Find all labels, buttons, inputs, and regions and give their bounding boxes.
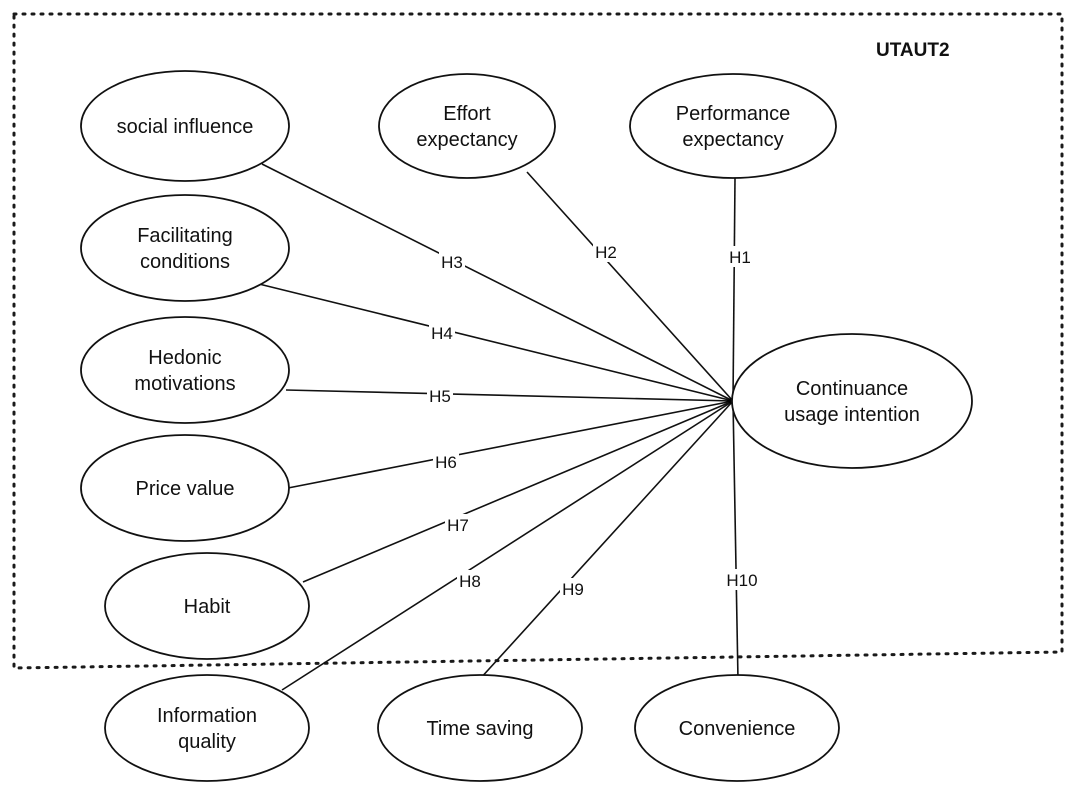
- node-si: social influence: [80, 70, 290, 182]
- edge-label-bg: [727, 246, 753, 267]
- edge-h2: [526, 171, 734, 402]
- node-label: Hedonic: [148, 347, 221, 369]
- node-iq: Information quality: [104, 674, 310, 782]
- node-label: Time saving: [426, 718, 533, 740]
- node-ts: Time saving: [377, 674, 583, 782]
- edge-h5: [285, 389, 734, 402]
- node-label: expectancy: [416, 129, 517, 151]
- node-ellipse: [80, 194, 290, 302]
- edge-label-h6: H6: [435, 453, 457, 472]
- edge-label-bg: [593, 241, 619, 262]
- edge-h7: [302, 400, 734, 583]
- node-label: usage intention: [784, 404, 920, 426]
- node-ellipse: [104, 674, 310, 782]
- node-fc: Facilitating conditions: [80, 194, 290, 302]
- edge-label-bg: [724, 569, 760, 590]
- edge-h4: [258, 283, 734, 402]
- edge-label-bg: [433, 451, 459, 472]
- node-ee: Effort expectancy: [378, 73, 556, 179]
- node-label: quality: [178, 731, 236, 753]
- node-ellipse: [104, 552, 310, 660]
- node-label: social influence: [117, 116, 254, 138]
- edge-h1: [732, 177, 736, 402]
- node-ellipse: [377, 674, 583, 782]
- node-ci: Continuance usage intention: [731, 333, 973, 469]
- node-hb: Habit: [104, 552, 310, 660]
- node-ellipse: [80, 316, 290, 424]
- edge-label-h8: H8: [459, 572, 481, 591]
- node-label: Continuance: [796, 378, 908, 400]
- node-label: Effort: [443, 103, 491, 125]
- edge-label-h4: H4: [431, 324, 453, 343]
- node-ellipse: [634, 674, 840, 782]
- edge-label-bg: [429, 322, 455, 343]
- edge-label-h2: H2: [595, 243, 617, 262]
- node-ellipse: [80, 70, 290, 182]
- node-hm: Hedonic motivations: [80, 316, 290, 424]
- node-pe: Performance expectancy: [629, 73, 837, 179]
- node-cv: Convenience: [634, 674, 840, 782]
- edge-h9: [478, 400, 734, 681]
- edge-label-bg: [457, 570, 483, 591]
- edge-label-h1: H1: [729, 248, 751, 267]
- node-label: Information: [157, 705, 257, 727]
- edge-label-bg: [560, 578, 586, 599]
- edge-label-h7: H7: [447, 516, 469, 535]
- edge-label-bg: [427, 385, 453, 406]
- utaut2-title: UTAUT2: [876, 40, 950, 61]
- node-label: conditions: [140, 251, 230, 273]
- node-label: Price value: [136, 478, 235, 500]
- node-label: Performance: [676, 103, 791, 125]
- node-label: Habit: [184, 596, 231, 618]
- edge-h3: [261, 163, 734, 402]
- node-label: expectancy: [682, 129, 783, 151]
- edge-h10: [732, 400, 739, 681]
- edge-label-h5: H5: [429, 387, 451, 406]
- node-label: motivations: [134, 373, 235, 395]
- node-ellipse: [80, 434, 290, 542]
- utaut2-boundary: [12, 12, 1064, 670]
- node-label: Convenience: [679, 718, 796, 740]
- edge-h6: [287, 400, 734, 489]
- node-ellipse: [629, 73, 837, 179]
- edge-label-h10: H10: [726, 571, 757, 590]
- edge-label-h9: H9: [562, 580, 584, 599]
- node-label: Facilitating: [137, 225, 233, 247]
- edge-h8: [281, 400, 734, 691]
- node-pv: Price value: [80, 434, 290, 542]
- edge-label-h3: H3: [441, 253, 463, 272]
- edge-label-bg: [445, 514, 471, 535]
- node-ellipse: [731, 333, 973, 469]
- node-ellipse: [378, 73, 556, 179]
- edge-label-bg: [439, 251, 465, 272]
